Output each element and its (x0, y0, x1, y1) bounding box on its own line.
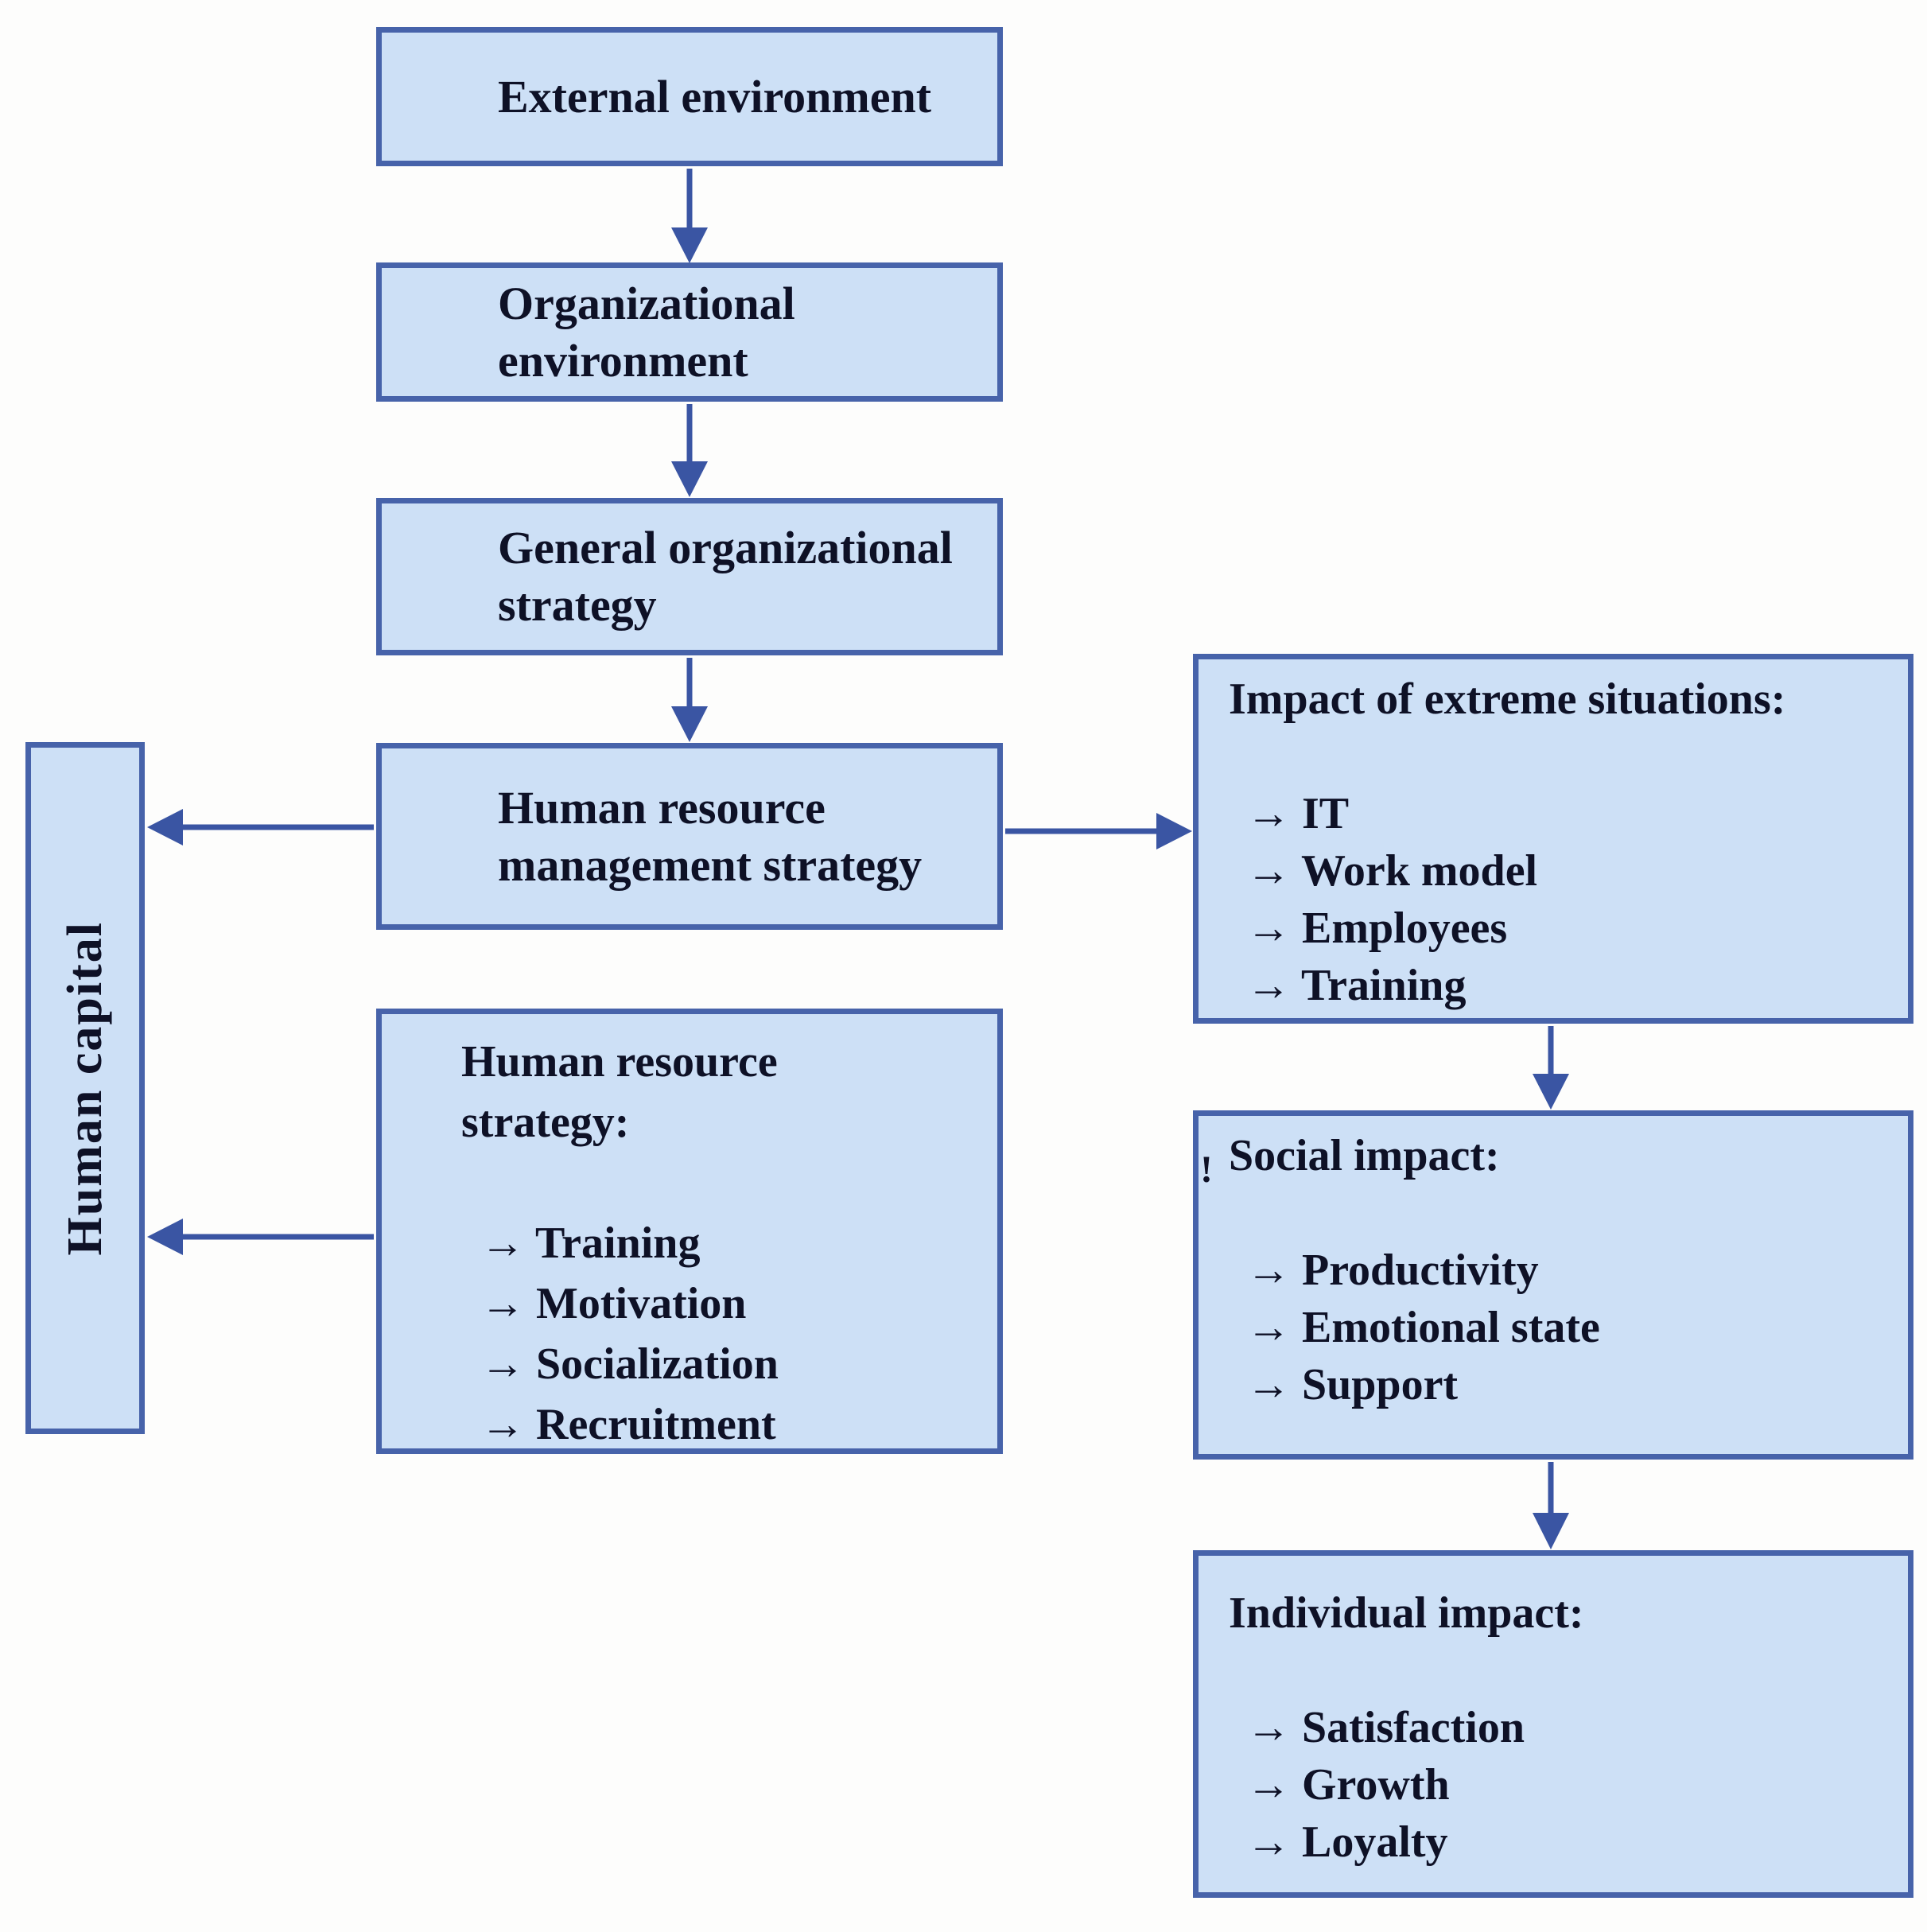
arrow-external-to-organizational (671, 169, 708, 263)
list-item: → Motivation (480, 1279, 747, 1328)
box-organizational-environment: Organizational environment (376, 262, 1003, 402)
list-item: → Training (1246, 961, 1467, 1010)
social-impact-title: Social impact: (1229, 1131, 1500, 1180)
general-organizational-strategy-label: General organizational strategy (498, 522, 953, 631)
list-item: → Training (480, 1219, 701, 1268)
box-human-capital: Human capital (25, 742, 145, 1434)
list-item: → Recruitment (480, 1400, 776, 1449)
box-general-organizational-strategy: General organizational strategy (376, 498, 1003, 655)
list-item: → Emotional state (1246, 1303, 1600, 1352)
arrow-social-to-individual (1533, 1462, 1569, 1549)
arrow-hrm-to-impact (1005, 813, 1192, 849)
list-item: → Satisfaction (1246, 1703, 1525, 1752)
impact-of-extreme-situations-items: → IT → Work model → Employees → Training (1229, 785, 1895, 1014)
human-resource-strategy-title: Human resource strategy: (461, 1037, 778, 1147)
box-social-impact: ! Social impact: → Productivity → Emotio… (1193, 1110, 1913, 1460)
box-human-resource-strategy: Human resource strategy: → Training → Mo… (376, 1009, 1003, 1454)
arrow-hr-strategy-to-human-capital (147, 1219, 374, 1255)
spacer (1229, 1184, 1895, 1242)
external-environment-label: External environment (498, 70, 932, 122)
impact-of-extreme-situations-title: Impact of extreme situations: (1229, 674, 1786, 724)
arrow-general-to-hrm (671, 658, 708, 742)
box-external-environment: External environment (376, 27, 1003, 166)
individual-impact-items: → Satisfaction → Growth → Loyalty (1229, 1699, 1895, 1871)
human-resource-strategy-items: → Training → Motivation → Socialization … (461, 1213, 989, 1455)
list-item: → IT (1246, 789, 1350, 838)
human-resource-management-strategy-label: Human resource management strategy (498, 781, 923, 891)
list-item: → Work model (1246, 846, 1538, 896)
list-item: → Productivity (1246, 1246, 1539, 1295)
arrow-impact-to-social (1533, 1026, 1569, 1110)
individual-impact-title: Individual impact: (1229, 1588, 1584, 1638)
list-item: → Socialization (480, 1339, 779, 1389)
list-item: → Loyalty (1246, 1817, 1448, 1867)
arrow-organizational-to-general (671, 404, 708, 497)
arrow-hrm-to-human-capital (147, 809, 374, 845)
spacer (461, 1153, 989, 1213)
spacer (1229, 1642, 1895, 1699)
box-human-resource-management-strategy: Human resource management strategy (376, 743, 1003, 930)
stray-exclamation-mark: ! (1200, 1149, 1213, 1191)
organizational-environment-label: Organizational environment (498, 277, 795, 387)
box-individual-impact: Individual impact: → Satisfaction → Grow… (1193, 1550, 1913, 1898)
list-item: → Support (1246, 1360, 1459, 1409)
social-impact-items: → Productivity → Emotional state → Suppo… (1229, 1242, 1895, 1413)
human-capital-label: Human capital (57, 920, 112, 1256)
list-item: → Growth (1246, 1760, 1450, 1810)
box-impact-of-extreme-situations: Impact of extreme situations: → IT → Wor… (1193, 654, 1913, 1024)
list-item: → Employees (1246, 904, 1508, 953)
spacer (1229, 728, 1895, 785)
